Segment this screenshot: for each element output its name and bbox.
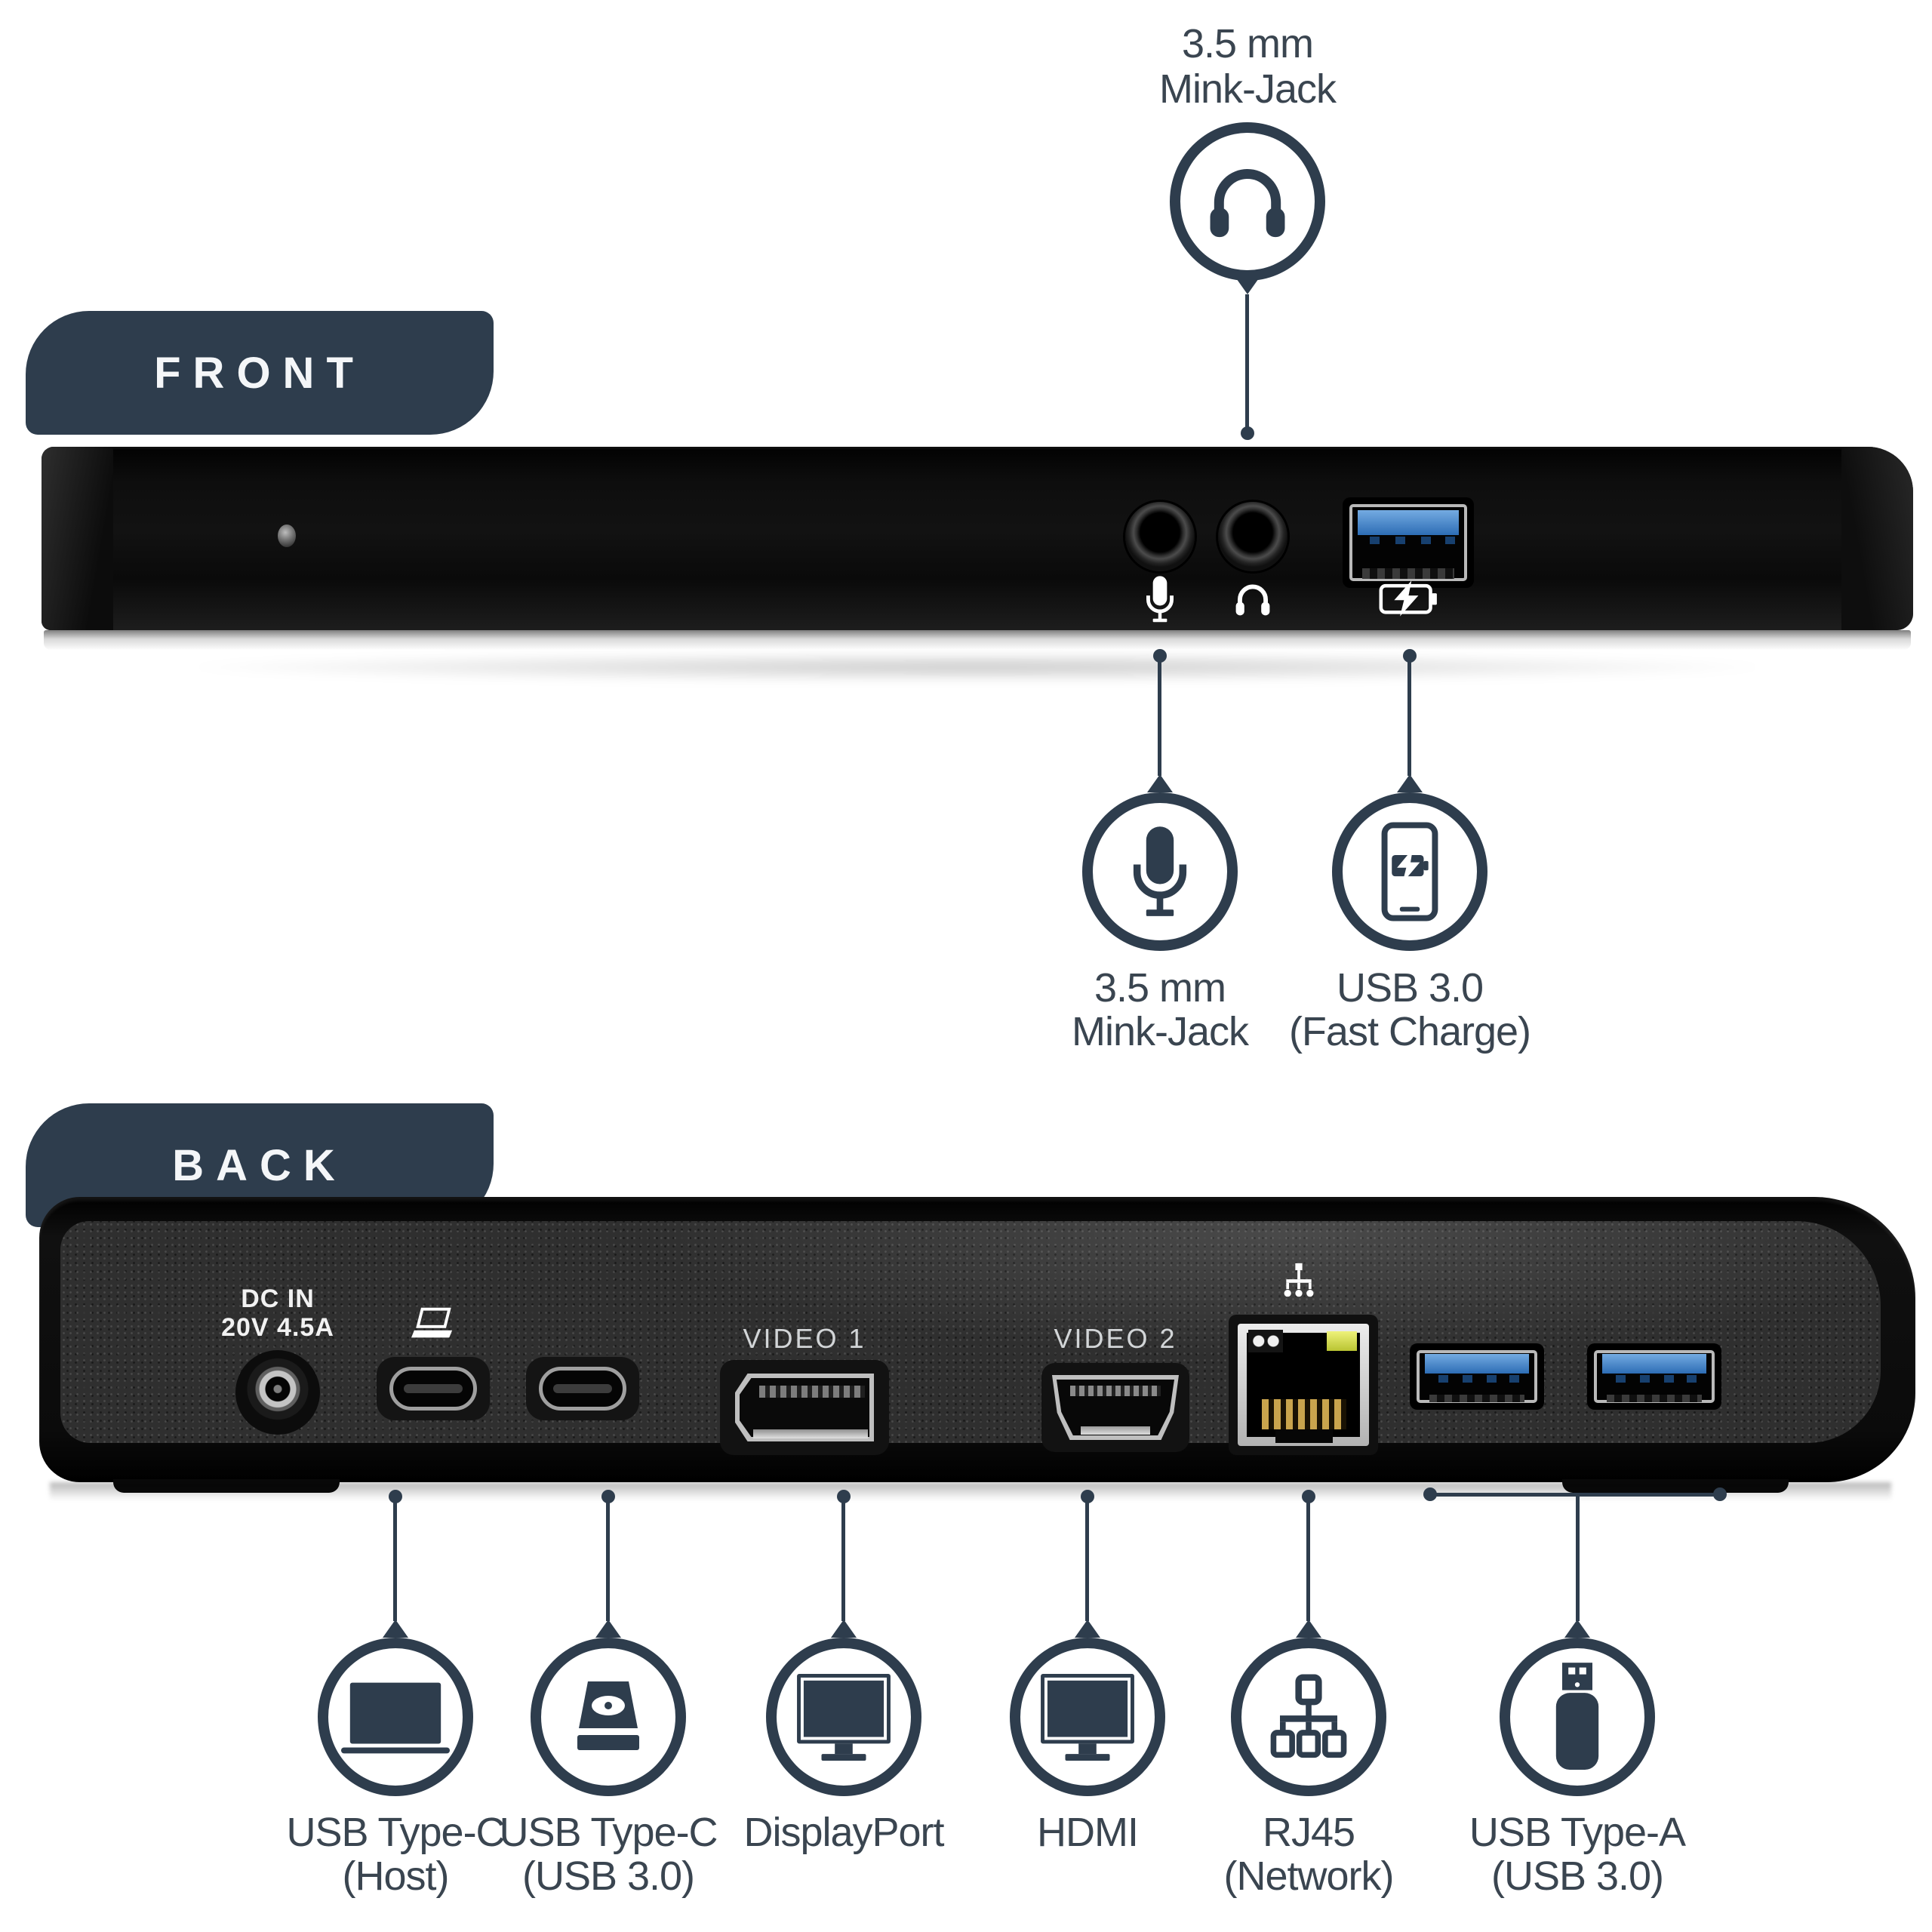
back-usb-a-port-1 <box>1410 1343 1544 1410</box>
front-dock-shadow <box>106 651 1849 684</box>
hdmi-callout-circle <box>1010 1638 1165 1796</box>
headphone-jack-port <box>1218 502 1287 571</box>
top-callout-label-line1: 3.5 mm <box>1181 21 1314 66</box>
headphones-icon <box>1202 162 1293 242</box>
usb-c-host-label-line2: (Host) <box>342 1854 450 1899</box>
usb-c-host-label-line1: USB Type-C <box>286 1810 505 1855</box>
callout-dot <box>837 1490 851 1503</box>
callout-notch <box>383 1620 408 1638</box>
hdmi-port <box>1041 1363 1189 1452</box>
usb-c-port <box>526 1357 639 1420</box>
rj45-callout-circle <box>1231 1638 1386 1796</box>
usb-a-bracket-line <box>1430 1493 1720 1497</box>
usb-flash-drive-icon <box>1540 1658 1615 1776</box>
callout-notch <box>1296 1620 1321 1638</box>
usb-fast-charge-callout-circle <box>1332 792 1487 951</box>
usb-c-host-port <box>377 1357 490 1420</box>
callout-notch <box>1397 774 1423 792</box>
dc-in-label-line2: 20V 4.5A <box>221 1313 334 1342</box>
laptop-icon <box>340 1679 451 1755</box>
callout-dot <box>389 1490 402 1503</box>
callout-dot <box>1423 1487 1437 1501</box>
usb-a-callout-circle <box>1500 1638 1655 1796</box>
usb-c-label-line2: (USB 3.0) <box>521 1854 695 1899</box>
microphone-icon <box>1145 574 1175 625</box>
back-usb-a-port-2 <box>1587 1343 1721 1410</box>
callout-notch <box>831 1620 857 1638</box>
front-panel-left-edge <box>42 447 113 630</box>
callout-line <box>1158 662 1161 776</box>
rj45-label-line1: RJ45 <box>1262 1810 1355 1855</box>
front-panel-base <box>44 630 1911 650</box>
top-callout-label-line2: Mink-Jack <box>1158 66 1337 112</box>
callout-line <box>1085 1503 1089 1621</box>
front-badge-label: FRONT <box>154 348 365 398</box>
displayport-callout-circle <box>766 1638 921 1796</box>
callout-dot <box>601 1490 615 1503</box>
usb-a-blue-tongue <box>1358 510 1459 535</box>
video1-label: VIDEO 1 <box>743 1323 866 1354</box>
back-panel-face <box>60 1221 1881 1443</box>
callout-notch <box>1075 1620 1100 1638</box>
callout-line <box>841 1503 845 1621</box>
callout-line <box>1245 294 1249 427</box>
callout-line <box>1407 662 1411 776</box>
rubber-foot <box>1562 1479 1789 1493</box>
usb-fast-charge-label-line1: USB 3.0 <box>1336 965 1484 1011</box>
usb-a-label-line1: USB Type-A <box>1469 1810 1686 1855</box>
callout-dot <box>1081 1490 1094 1503</box>
callout-line <box>606 1503 610 1621</box>
usb-fast-charge-label-line2: (Fast Charge) <box>1288 1009 1531 1054</box>
dc-power-port <box>235 1350 320 1435</box>
laptop-icon <box>411 1306 455 1341</box>
callout-notch <box>595 1620 621 1638</box>
callout-line <box>393 1503 397 1621</box>
usb-c-label-line1: USB Type-C <box>499 1810 718 1855</box>
headphone-callout-circle <box>1170 122 1325 281</box>
network-icon <box>1281 1262 1316 1300</box>
callout-notch <box>1564 1620 1590 1638</box>
front-panel-photo <box>42 447 1913 630</box>
phone-charging-icon <box>1380 822 1440 921</box>
power-led <box>278 525 296 547</box>
hard-drive-icon <box>567 1675 650 1758</box>
callout-dot <box>1713 1487 1727 1501</box>
video2-label: VIDEO 2 <box>1054 1323 1177 1354</box>
callout-line <box>1576 1494 1580 1621</box>
rj45-label-line2: (Network) <box>1223 1854 1394 1899</box>
monitor-icon <box>1039 1672 1136 1761</box>
activity-led <box>1327 1331 1357 1351</box>
back-badge-label: BACK <box>172 1140 347 1190</box>
usb-c-host-callout-circle <box>318 1638 473 1796</box>
headphones-icon <box>1232 581 1273 617</box>
microphone-icon <box>1131 823 1189 921</box>
network-icon <box>1266 1674 1352 1760</box>
dc-in-label-line1: DC IN <box>241 1284 315 1313</box>
mic-callout-label-line1: 3.5 mm <box>1094 965 1226 1011</box>
callout-line <box>1306 1503 1310 1621</box>
monitor-icon <box>795 1672 892 1761</box>
callout-dot <box>1153 649 1167 663</box>
front-panel-right-edge <box>1841 447 1913 630</box>
callout-dot <box>1403 649 1417 663</box>
mic-callout-label-line2: Mink-Jack <box>1071 1009 1249 1054</box>
battery-charging-icon <box>1378 578 1441 619</box>
rubber-foot <box>113 1479 340 1493</box>
hdmi-label: HDMI <box>1037 1810 1139 1855</box>
callout-notch <box>1147 774 1173 792</box>
mic-jack-port <box>1125 502 1195 571</box>
front-badge: FRONT <box>26 311 494 435</box>
callout-notch <box>1235 276 1260 294</box>
back-dock-shadow <box>50 1482 1891 1500</box>
displayport-label: DisplayPort <box>743 1810 944 1855</box>
link-led <box>1248 1330 1283 1352</box>
mic-callout-circle <box>1082 792 1238 951</box>
callout-dot <box>1302 1490 1315 1503</box>
displayport-port <box>720 1360 889 1455</box>
front-usb-a-port <box>1343 497 1474 588</box>
usb-a-label-line2: (USB 3.0) <box>1491 1854 1664 1899</box>
usb-c-callout-circle <box>531 1638 686 1796</box>
rj45-port <box>1229 1315 1378 1455</box>
callout-dot <box>1241 426 1254 440</box>
